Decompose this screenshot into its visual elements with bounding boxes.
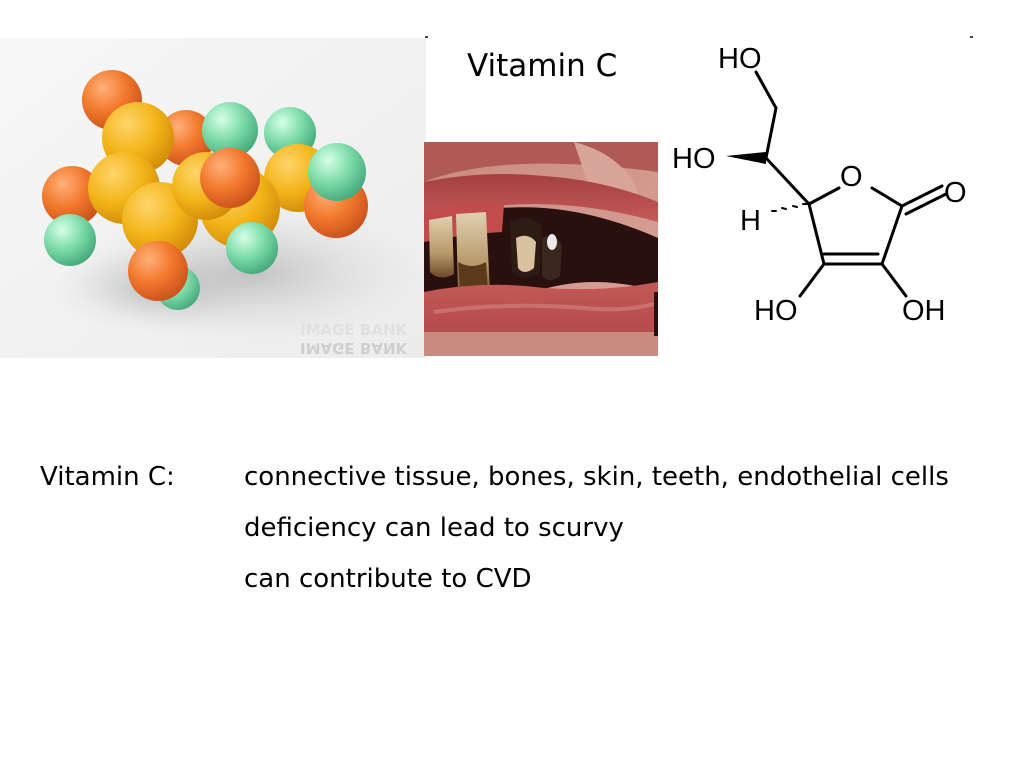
corner-mark-left xyxy=(425,36,428,38)
label-ho-left: HO xyxy=(672,143,716,175)
scurvy-mouth-image xyxy=(424,142,658,356)
label-ho-top: HO xyxy=(718,43,762,75)
label-carbonyl-o: O xyxy=(944,177,967,209)
label-h: H xyxy=(740,205,761,237)
content-line: deficiency can lead to scurvy xyxy=(244,513,624,543)
content-line: can contribute to CVD xyxy=(244,564,532,594)
structure-bonds xyxy=(754,70,948,298)
corner-mark-right xyxy=(970,36,973,38)
label-oh-bottom: OH xyxy=(902,295,946,327)
slide-title: Vitamin C xyxy=(467,48,618,84)
svg-text:IMAGE BANK: IMAGE BANK xyxy=(300,339,408,357)
wedge-bond xyxy=(726,152,766,164)
watermark-text: IMAGE BANK xyxy=(300,321,408,339)
content-line: connective tissue, bones, skin, teeth, e… xyxy=(244,462,949,492)
content-label: Vitamin C: xyxy=(40,462,175,492)
ascorbic-acid-structure: HO HO H O O HO OH xyxy=(664,36,984,336)
label-ring-o: O xyxy=(840,161,863,193)
label-ho-bottom: HO xyxy=(754,295,798,327)
molecule-model-image: IMAGE BANK IMAGE BANK xyxy=(0,38,426,358)
